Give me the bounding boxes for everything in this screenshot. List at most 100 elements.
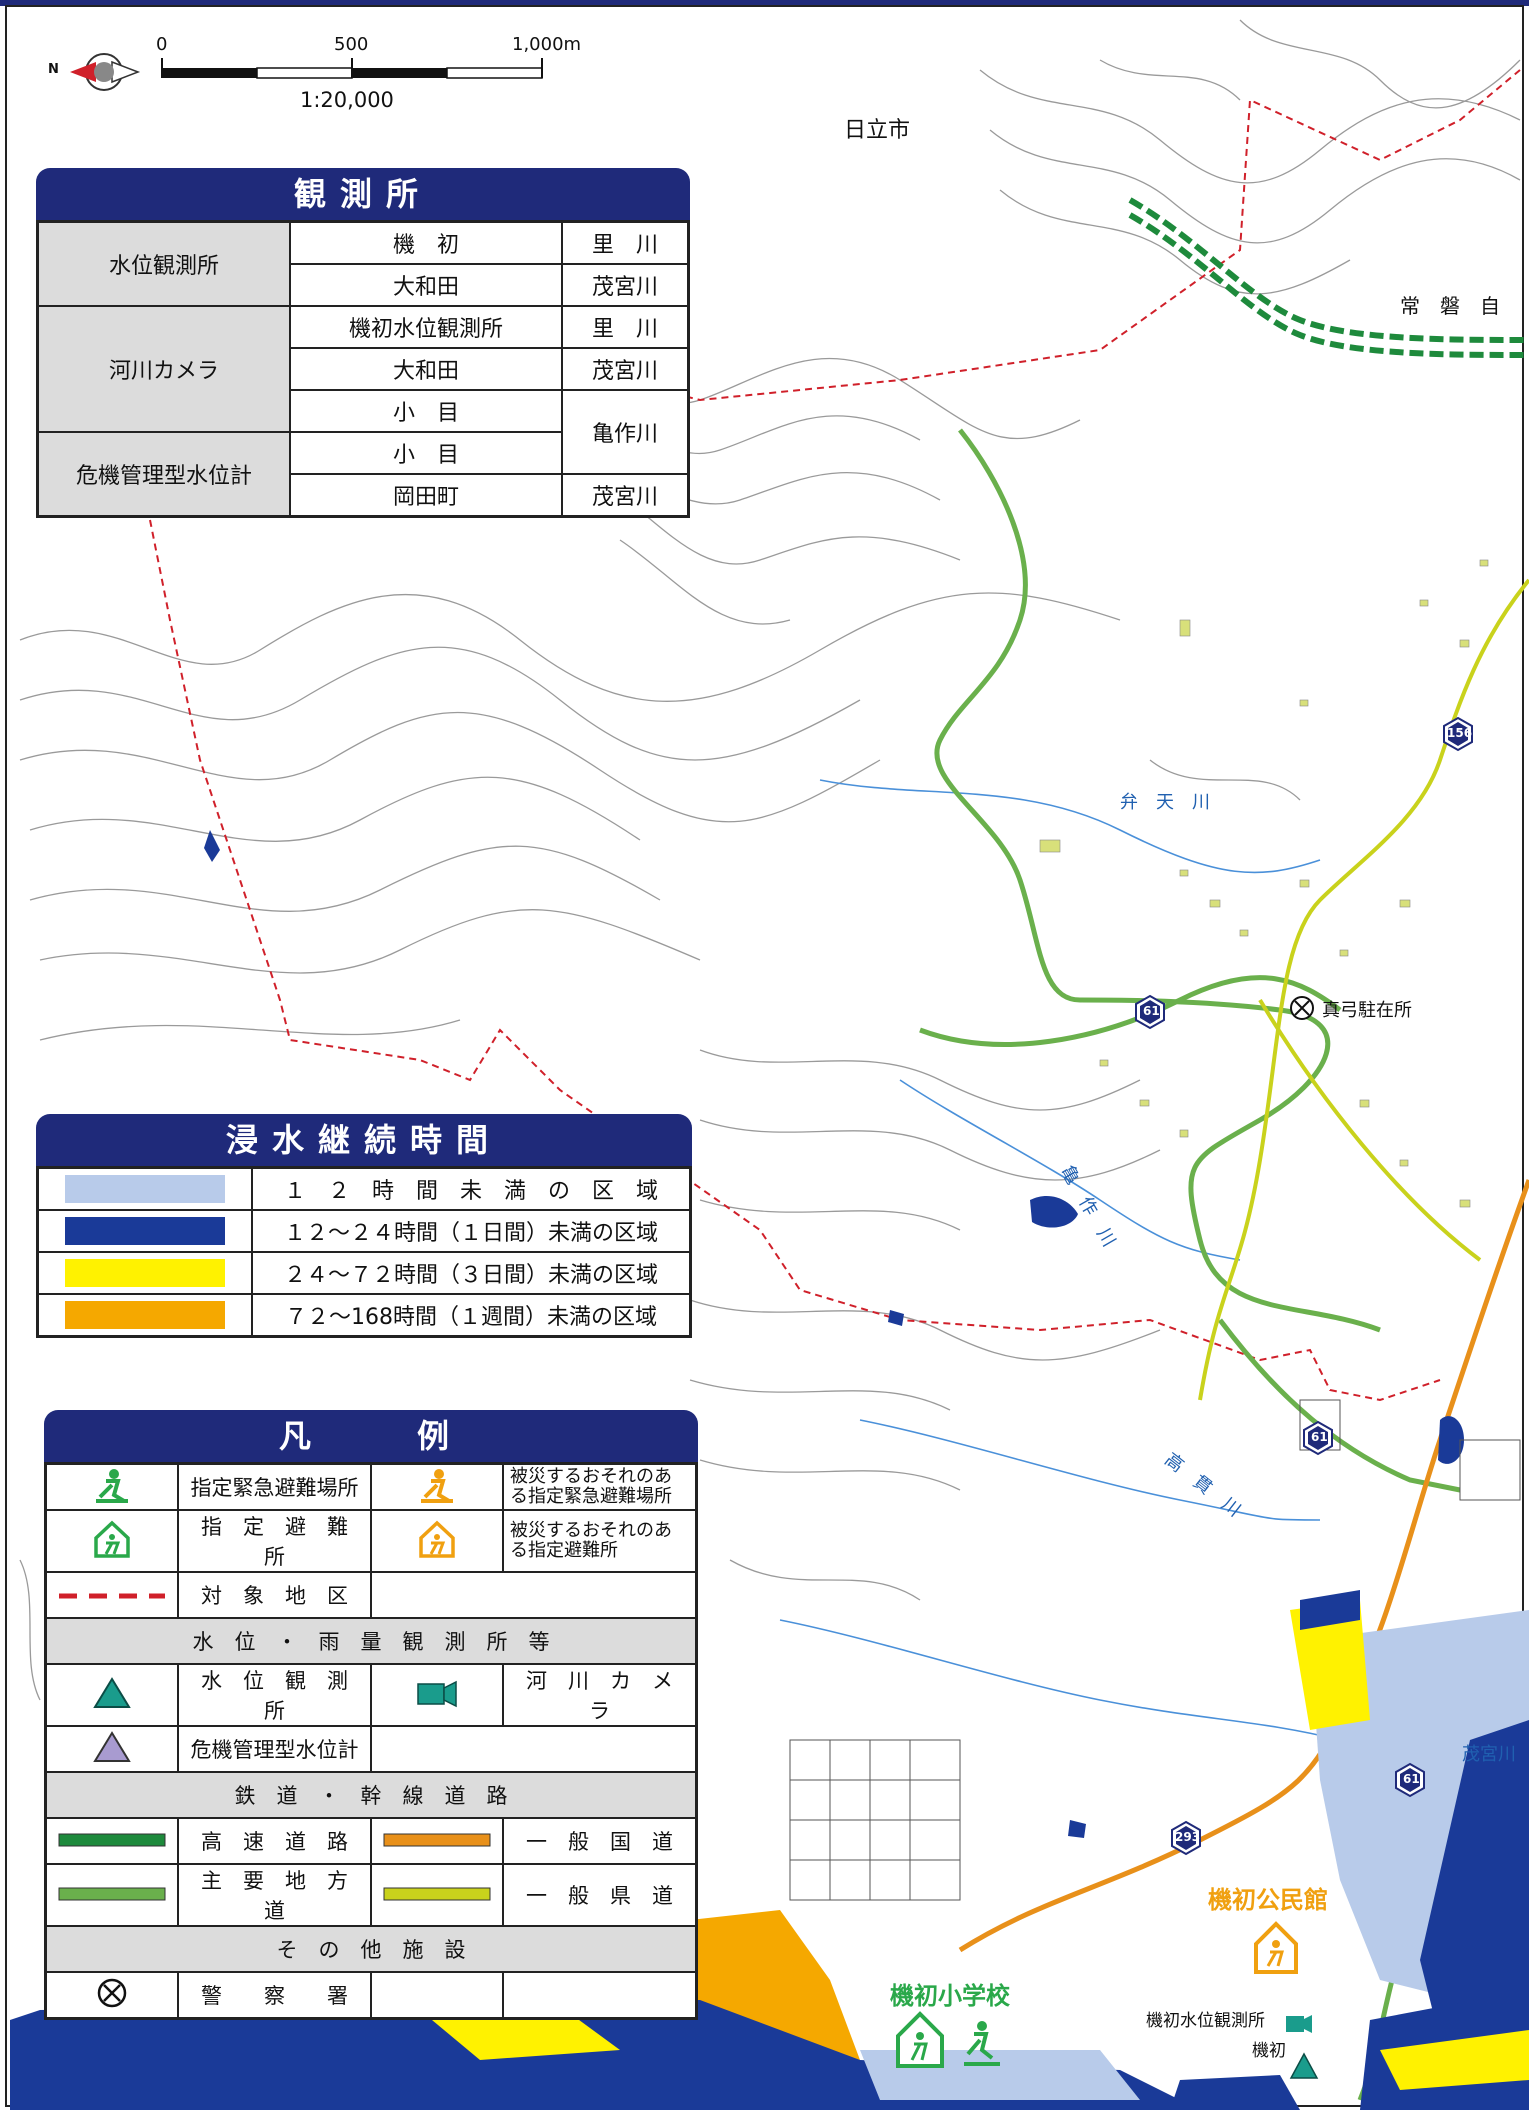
main-local-road-legend-icon xyxy=(58,1887,166,1901)
route-number-61a: 61 xyxy=(1143,1004,1160,1018)
emergency-site-icon xyxy=(95,1468,128,1503)
table-row: 河川カメラ 機初水位観測所 里 川 xyxy=(36,305,690,433)
route-marker-156 xyxy=(1443,716,1473,752)
duration-label: ２４～７２時間（３日間）未満の区域 xyxy=(251,1251,692,1295)
site-cell: 機初水位観測所 xyxy=(289,305,563,349)
table-row: １２～２４時間（１日間）未満の区域 xyxy=(36,1209,692,1253)
prefectural-road-legend-icon xyxy=(383,1887,491,1901)
table-row: 警 察 署 xyxy=(44,1971,698,2020)
river-cell: 里 川 xyxy=(561,220,690,265)
flood-areas xyxy=(10,1590,1529,2110)
legend-label: 指 定 避 難 所 xyxy=(176,1509,373,1573)
table-row: ２４～７２時間（３日間）未満の区域 xyxy=(36,1251,692,1295)
police-legend-icon xyxy=(97,1978,127,2007)
legend-label: 危機管理型水位計 xyxy=(176,1725,373,1773)
river-cell: 茂宮川 xyxy=(561,263,690,307)
icon-cell xyxy=(44,1863,179,1927)
swatch-cell xyxy=(36,1166,253,1211)
flood-swatch-light xyxy=(65,1175,225,1203)
legend-label: 一 般 県 道 xyxy=(502,1863,698,1927)
table-row: 対 象 地 区 xyxy=(44,1571,698,1619)
station-camera-icon xyxy=(1286,2015,1312,2033)
empty-cell xyxy=(502,1971,698,2020)
police-icon xyxy=(1290,996,1314,1020)
water-station-legend-icon xyxy=(93,1676,131,1708)
upper-boundary xyxy=(559,69,1521,402)
river-camera-legend-icon xyxy=(417,1680,457,1707)
compass-north-label: N xyxy=(48,62,59,77)
category-cell: 水位観測所 xyxy=(36,220,291,307)
icon-cell xyxy=(44,1509,179,1573)
main-local-road-2 xyxy=(919,975,1342,1047)
icon-cell xyxy=(370,1509,504,1573)
river-cell: 里 川 xyxy=(561,305,690,349)
river-cell: 茂宮川 xyxy=(561,347,690,391)
school-shelter-icon xyxy=(896,2011,944,2068)
empty-cell xyxy=(370,1725,698,1773)
river-cell: 亀作川 xyxy=(561,389,690,475)
legend-label: 一 般 国 道 xyxy=(502,1817,698,1865)
expressway-label: 常 磐 自 xyxy=(1400,294,1500,318)
station-sub-label: 機初 xyxy=(1252,2041,1286,2061)
flood-swatch-dark xyxy=(65,1217,225,1245)
legend-label: 警 察 署 xyxy=(176,1971,373,2020)
icon-cell xyxy=(370,1817,504,1865)
observation-panel-title: 観測所 xyxy=(36,168,690,220)
table-row: 水位観測所 機 初 里 川 xyxy=(36,220,690,307)
expressway-line xyxy=(1128,197,1529,358)
icon-cell xyxy=(44,1817,179,1865)
station-label: 機初水位観測所 xyxy=(1146,2011,1265,2031)
buildings xyxy=(1039,559,1489,1208)
route-number-61b: 61 xyxy=(1311,1430,1328,1444)
empty-cell xyxy=(370,1971,504,2020)
icon-cell xyxy=(370,1863,504,1927)
hall-shelter-icon xyxy=(1254,1921,1298,1974)
scale-ratio: 1:20,000 xyxy=(300,88,394,112)
legend-table: 指定緊急避難場所 被災するおそれのある指定緊急避難場所 指 定 避 難 所 被災… xyxy=(44,1462,698,2020)
route-marker-61c xyxy=(1395,1762,1425,1798)
site-cell: 小 目 xyxy=(289,431,563,475)
table-row: 水 位 観 測 所 河 川 カ メ ラ xyxy=(44,1663,698,1727)
icon-cell xyxy=(370,1462,504,1511)
duration-label: ７２～168時間（１週間）未満の区域 xyxy=(251,1293,692,1338)
scale-tick-500: 500 xyxy=(334,34,369,55)
icon-cell xyxy=(44,1971,179,2020)
shelter-risk-icon xyxy=(419,1520,455,1558)
table-row: 危機管理型水位計 小 目 xyxy=(36,431,689,518)
table-row: 主 要 地 方 道 一 般 県 道 xyxy=(44,1863,698,1927)
flood-duration-panel-title: 浸水継続時間 xyxy=(36,1114,692,1166)
route-markers xyxy=(1135,716,1473,1856)
legend-label: 被災するおそれのある指定避難所 xyxy=(502,1509,698,1573)
expressway-legend-icon xyxy=(58,1833,166,1847)
table-row: そ の 他 施 設 xyxy=(44,1925,698,1973)
legend-section-header: 鉄 道 ・ 幹 線 道 路 xyxy=(44,1771,698,1819)
city-label: 日立市 xyxy=(844,118,911,143)
icon-cell xyxy=(370,1663,504,1727)
icon-cell xyxy=(44,1462,179,1511)
scale-tick-1000: 1,000m xyxy=(512,34,582,55)
route-marker-61a xyxy=(1135,994,1165,1030)
scale-bar xyxy=(161,58,543,79)
route-marker-293 xyxy=(1171,1820,1201,1856)
scale-tick-0: 0 xyxy=(156,34,168,55)
police-box-label: 真弓駐在所 xyxy=(1322,1000,1412,1021)
flood-duration-table: １ ２ 時 間 未 満 の 区 域 １２～２４時間（１日間）未満の区域 ２４～７… xyxy=(36,1166,692,1338)
site-cell: 小 目 xyxy=(289,389,563,433)
route-number-156: 156 xyxy=(1447,726,1473,740)
legend-label: 高 速 道 路 xyxy=(176,1817,373,1865)
flood-swatch-orange xyxy=(65,1301,225,1329)
school-label: 機初小学校 xyxy=(890,1982,1010,2010)
duration-label: １ ２ 時 間 未 満 の 区 域 xyxy=(251,1166,692,1211)
river-label-mogusa: 茂宮川 xyxy=(1462,1744,1516,1765)
duration-label: １２～２４時間（１日間）未満の区域 xyxy=(251,1209,692,1253)
table-row: １ ２ 時 間 未 満 の 区 域 xyxy=(36,1166,692,1211)
target-area-line-icon xyxy=(58,1593,165,1599)
top-border xyxy=(0,0,1529,6)
table-row: 水 位 ・ 雨 量 観 測 所 等 xyxy=(44,1617,698,1665)
table-row: 危機管理型水位計 xyxy=(44,1725,698,1773)
prefectural-road xyxy=(1198,578,1529,1401)
swatch-cell xyxy=(36,1251,253,1295)
national-road-legend-icon xyxy=(383,1833,491,1847)
crisis-gauge-legend-icon xyxy=(93,1730,131,1762)
